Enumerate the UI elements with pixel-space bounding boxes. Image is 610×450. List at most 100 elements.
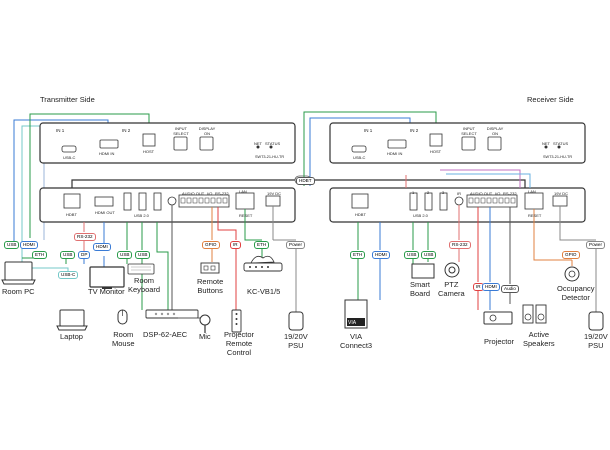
rx-rear-cables <box>357 169 597 312</box>
tag-dp-laptop: DP <box>78 251 91 259</box>
tx-terminal-pins <box>180 197 228 204</box>
tag-usb-keyboard: USB <box>117 251 133 259</box>
rx-display-on-label: DISPLAY ON <box>486 126 504 136</box>
tx-rear-panel <box>39 187 296 223</box>
tx-rs232-label: RS-232 <box>215 191 229 196</box>
tx-usb20-label: USB 2.0 <box>134 213 149 218</box>
rx-port2-label: 2 <box>427 190 430 195</box>
transmitter-side-label: Transmitter Side <box>40 95 95 104</box>
rx-front-panel <box>329 122 586 164</box>
rx-reset-label: RESET <box>528 213 542 218</box>
receiver-side-label: Receiver Side <box>527 95 574 104</box>
psu-rx-label: 19/20V PSU <box>584 332 608 350</box>
kc-vb-icon <box>243 255 283 272</box>
rx-in1-label: IN 1 <box>364 128 373 133</box>
remote-buttons-icon <box>200 262 220 274</box>
kc-vb-label: KC-VB1/5 <box>247 287 281 296</box>
rx-audio-out-label: AUDIO OUT <box>470 191 493 196</box>
tx-dc-label: 19V DC <box>267 191 282 196</box>
tag-eth-kc: ETH <box>254 241 270 249</box>
ptz-camera-icon <box>444 262 460 278</box>
rx-terminal-pins <box>468 197 516 204</box>
smart-board-label: Smart Board <box>410 280 431 298</box>
rx-dc-label: 19V DC <box>554 191 569 196</box>
speakers-icon <box>522 304 547 324</box>
tag-hdmi-projector: HDMI <box>482 283 500 291</box>
rx-rs232-label: RS-232 <box>503 191 517 196</box>
tag-usb-mouse: USB <box>135 251 151 259</box>
dsp-icon <box>145 309 199 319</box>
mouse-icon <box>117 309 128 325</box>
via-label: VIA Connect3 <box>340 332 373 350</box>
tag-usb-ptz: USB <box>421 251 437 259</box>
projector-remote-label: Projector Remote Control <box>224 330 255 357</box>
psu-rx-icon <box>588 311 604 331</box>
tv-monitor-label: TV Monitor <box>88 287 125 296</box>
rx-hdmi-in-label: HDMI IN <box>387 151 403 156</box>
keyboard-icon <box>127 263 155 275</box>
rx-model-label: SWT3-21-HU-TR <box>543 155 573 159</box>
tx-front-panel <box>39 122 296 164</box>
projector-remote-icon <box>231 309 242 333</box>
tag-power-tx: Power <box>286 241 306 249</box>
tx-hdmi-out-label: HDMI OUT <box>95 210 115 215</box>
tx-hdmi-in-label: HDMI IN <box>99 151 115 156</box>
cable-ir-remote <box>217 207 237 310</box>
projector-icon <box>483 311 513 325</box>
tag-hdmi-roompc: HDMI <box>20 241 38 249</box>
rx-io-label: I/O <box>495 191 501 196</box>
tx-usbc-label: USB-C <box>63 155 76 160</box>
tx-audio-out-label: AUDIO OUT <box>182 191 205 196</box>
tx-input-select-label: INPUT SELECT <box>173 126 189 136</box>
tag-gpio-occupancy: GPIO <box>562 251 580 259</box>
tag-gpio-buttons: GPIO <box>202 241 220 249</box>
room-pc-label: Room PC <box>2 287 35 296</box>
tag-usb-smartboard: USB <box>404 251 420 259</box>
tx-lan-label: LAN <box>239 189 247 194</box>
tx-hdbt-port-label: HDBT <box>66 212 77 217</box>
rx-net-label: NET <box>542 141 550 146</box>
mic-icon <box>178 314 211 333</box>
remote-buttons-label: Remote Buttons <box>197 277 224 295</box>
tx-model-label: SWT3-21-HU-TR <box>255 155 285 159</box>
tag-rs232-ptz: RS-232 <box>449 241 471 249</box>
dsp-label: DSP-62-AEC <box>143 330 188 339</box>
rx-status-label: STATUS <box>553 141 569 146</box>
tx-host-label: HOST <box>143 149 155 154</box>
tag-power-rx: Power <box>586 241 606 249</box>
psu-tx-label: 19/20V PSU <box>284 332 308 350</box>
tx-reset-label: RESET <box>239 213 253 218</box>
tag-eth-via: ETH <box>350 251 366 259</box>
tx-in2-label: IN 2 <box>122 128 131 133</box>
laptop-icon <box>56 309 88 331</box>
tx-display-on-label: DISPLAY ON <box>198 126 216 136</box>
via-icon <box>344 299 368 329</box>
speakers-label: Active Speakers <box>523 330 555 348</box>
mic-label: Mic <box>199 332 211 341</box>
tag-usbc-laptop: USB-C <box>58 271 79 279</box>
rx-host-label: HOST <box>430 149 442 154</box>
tx-net-label: NET <box>254 141 262 146</box>
tag-hdmi-tv: HDMI <box>93 243 111 251</box>
tx-status-label: STATUS <box>265 141 281 146</box>
tag-usb-laptop: USB <box>60 251 76 259</box>
cable-power-tx <box>272 206 297 312</box>
room-keyboard-label: Room Keyboard <box>128 276 161 294</box>
tv-monitor-icon <box>89 266 125 289</box>
occupancy-detector-label: Occupancy Detector <box>557 284 595 302</box>
rx-port3-label: 3 <box>442 190 445 195</box>
tag-rs232-tv: RS-232 <box>74 233 96 241</box>
rx-usb20-label: USB 2.0 <box>413 213 428 218</box>
tag-hdmi-via: HDMI <box>372 251 390 259</box>
cable-usb-dsp <box>156 222 169 310</box>
rx-lan-label: LAN <box>528 189 536 194</box>
rx-in2-label: IN 2 <box>410 128 419 133</box>
smart-board-icon <box>411 263 435 279</box>
tx-in1-label: IN 1 <box>56 128 65 133</box>
rx-port1-label: 1 <box>412 190 415 195</box>
projector-label: Projector <box>484 337 515 346</box>
room-mouse-label: Room Mouse <box>112 330 135 348</box>
hdbt-link-label: HDBT <box>296 177 315 185</box>
